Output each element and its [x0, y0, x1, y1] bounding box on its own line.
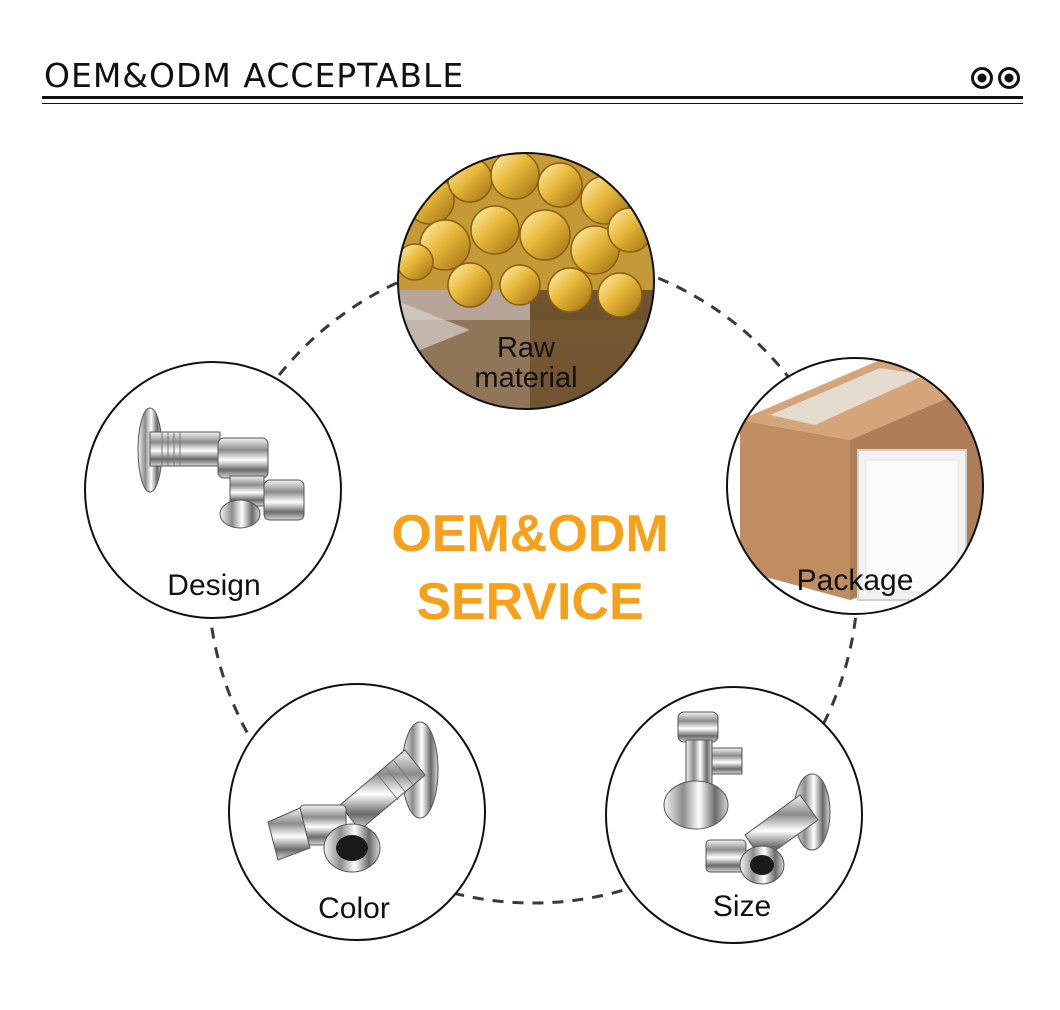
angle-valve-image-color [267, 721, 439, 873]
color-label: Color [318, 892, 390, 925]
angle-valve-image-design [137, 407, 305, 529]
header-divider-thin [42, 103, 1023, 104]
center-title-line1: OEM&ODM [391, 505, 669, 563]
center-title-line2: SERVICE [416, 573, 644, 631]
node-design [84, 361, 342, 619]
node-color [228, 683, 486, 941]
raw-material-label-line2: material [474, 362, 578, 394]
page-title: OEM&ODM ACCEPTABLE [44, 56, 465, 95]
header-divider [42, 96, 1023, 99]
node-size [605, 686, 863, 944]
design-label: Design [167, 569, 261, 602]
double-circle-icon [971, 67, 1020, 89]
raw-material-label-line1: Raw [496, 332, 555, 364]
angle-valves-image-size [663, 711, 831, 885]
package-label: Package [796, 564, 914, 597]
node-raw-material [397, 152, 655, 410]
node-package [726, 357, 984, 615]
size-label: Size [712, 890, 772, 923]
